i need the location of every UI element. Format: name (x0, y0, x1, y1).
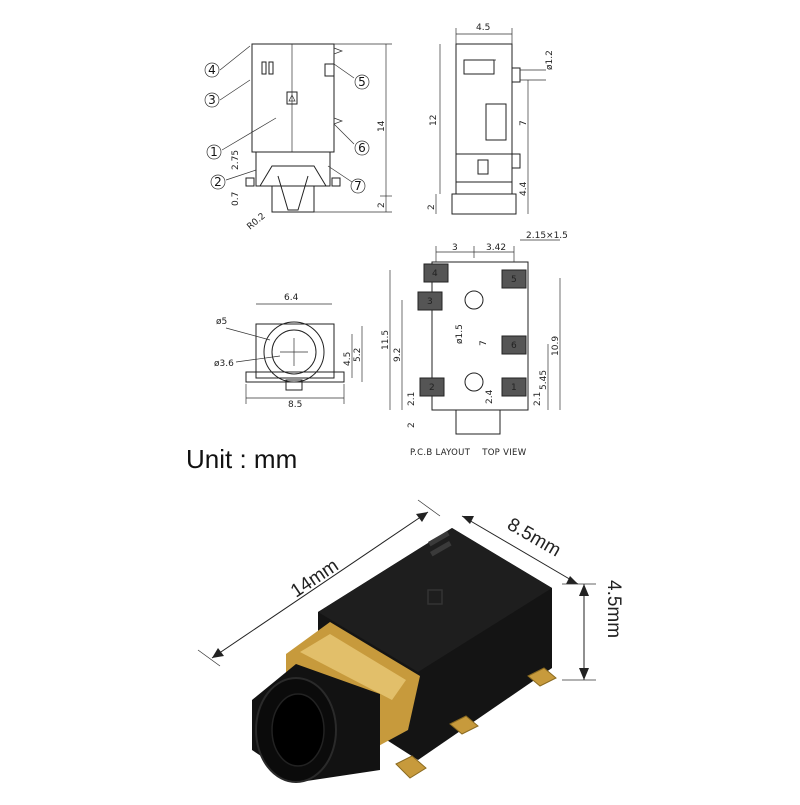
dim-pcb-2-1b: 2.1 (533, 392, 543, 406)
side-view: 14 2 2.75 0.7 R0.2 4 3 1 2 5 6 7 (204, 43, 392, 232)
dim-end-5-2: 5.2 (353, 348, 363, 362)
dim-r0-2: R0.2 (246, 211, 268, 232)
dim-front-7: 7 (519, 120, 529, 126)
jack-opening-inner (271, 693, 325, 767)
pad-5: 5 (511, 275, 517, 285)
pin-b (449, 715, 479, 735)
label-1: 1 (206, 144, 222, 160)
label-4: 4 (204, 62, 220, 78)
pcb-caption: P.C.B LAYOUT TOP VIEW (410, 448, 527, 458)
gold-shell-top (300, 634, 406, 700)
jack-body-top (318, 528, 552, 672)
front-view: 4.5 ø1.2 12 2 7 4.4 (427, 23, 555, 215)
dim-pcb-10-9: 10.9 (551, 336, 561, 356)
dim-pcb-2: 2 (407, 422, 417, 428)
label-6: 6 (354, 140, 370, 156)
dim-pcb-2-1a: 2.1 (407, 392, 417, 406)
product-photo: 14mm 8.5mm 4.5mm (197, 499, 624, 783)
dim-end-6-4: 6.4 (284, 293, 299, 303)
svg-text:3: 3 (208, 93, 216, 107)
dim-d3-6: ø3.6 (214, 359, 234, 369)
dim-pcb-2-4: 2.4 (485, 389, 495, 404)
label-7: 7 (350, 178, 366, 194)
dim-pcb-3: 3 (452, 243, 458, 253)
dim-pin-1-2: ø1.2 (545, 50, 555, 70)
label-2: 2 (210, 174, 226, 190)
dim-pcb-7: 7 (479, 340, 489, 346)
svg-text:7: 7 (354, 179, 362, 193)
dim-front-12: 12 (429, 115, 439, 126)
dim-pcb-11-5: 11.5 (381, 330, 391, 350)
pad-6: 6 (511, 341, 517, 351)
dim-height-14: 14 (377, 120, 387, 132)
svg-text:6: 6 (358, 141, 366, 155)
dim-pcb-pad: 2.15×1.5 (526, 231, 568, 241)
dim-front-4-5: 4.5 (476, 23, 490, 33)
pad-2: 2 (429, 383, 435, 393)
dim-0-7: 0.7 (231, 192, 241, 206)
unit-label: Unit : mm (186, 444, 298, 474)
end-view: 6.4 ø5 ø3.6 4.5 5.2 8.5 (214, 293, 363, 410)
dim-front-2: 2 (427, 204, 437, 210)
label-5: 5 (354, 74, 370, 90)
dim-pcb-3-42: 3.42 (486, 243, 506, 253)
label-3: 3 (204, 92, 220, 108)
pcb-layout-view: 4 3 5 6 2 1 ø1.5 3 3.42 2.15×1.5 11.5 9.… (381, 231, 568, 458)
pin-a (395, 755, 427, 779)
photo-dim-width: 8.5mm (504, 514, 565, 561)
dim-bottom-2: 2 (377, 202, 387, 208)
photo-dim-height: 4.5mm (603, 580, 624, 638)
dim-end-8-5: 8.5 (288, 400, 302, 410)
dim-2-75: 2.75 (231, 150, 241, 170)
dim-end-4-5: 4.5 (343, 352, 353, 366)
dim-front-4-4: 4.4 (519, 181, 529, 196)
svg-text:1: 1 (210, 145, 218, 159)
svg-text:2: 2 (214, 175, 222, 189)
pad-1: 1 (511, 383, 517, 393)
pad-4: 4 (432, 269, 438, 279)
dim-d1-5: ø1.5 (455, 324, 465, 344)
dim-d5: ø5 (216, 317, 227, 327)
svg-text:5: 5 (358, 75, 366, 89)
pad-3: 3 (427, 297, 433, 307)
photo-dim-length: 14mm (287, 555, 343, 602)
dim-pcb-9-2: 9.2 (393, 348, 403, 362)
svg-text:4: 4 (208, 63, 216, 77)
pin-c (527, 667, 557, 687)
dim-pcb-5-45: 5.45 (539, 370, 549, 390)
